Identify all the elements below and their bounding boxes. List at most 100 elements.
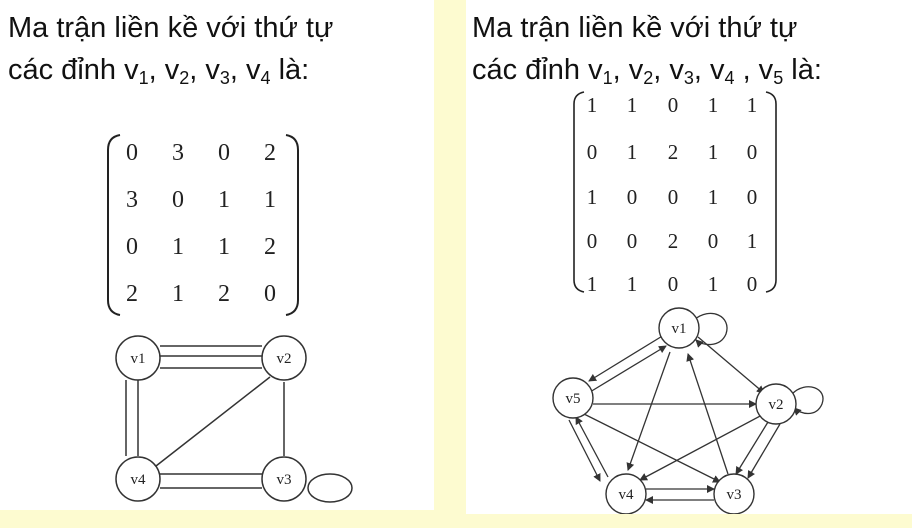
left-matrix-cell: 3 — [126, 187, 138, 213]
left-title-line2: các đỉnh v1, v2, v3, v4 là: — [8, 52, 309, 88]
right-matrix-cell: 0 — [668, 272, 679, 296]
left-sub-2: 2 — [179, 68, 190, 88]
right-matrix-bracket-right — [765, 91, 777, 293]
node-label-v5: v5 — [566, 391, 581, 407]
right-matrix-cell: 2 — [668, 229, 679, 253]
edge-v2-v3 — [735, 421, 769, 475]
left-graph-nodes: v1 v2 v3 v4 — [115, 335, 307, 502]
edge-v1-v4 — [626, 351, 671, 471]
right-matrix-cell: 1 — [708, 272, 719, 296]
left-matrix-cell: 1 — [218, 234, 230, 260]
node-v3 — [713, 473, 755, 514]
right-graph-edges — [568, 312, 824, 504]
right-matrix-cell: 1 — [708, 140, 719, 164]
left-title-prefix: các đỉnh — [8, 54, 125, 86]
edge-v2-v4 — [155, 376, 271, 467]
edge-v1-v5 — [588, 334, 665, 382]
right-matrix-cell: 1 — [587, 185, 598, 209]
node-v3 — [261, 456, 307, 502]
right-matrix-cell: 1 — [587, 93, 598, 117]
loop-v2 — [791, 386, 824, 416]
left-matrix-bracket-right — [285, 134, 299, 316]
left-panel: Ma trận liền kề với thứ tự các đỉnh v1, … — [0, 0, 434, 510]
right-figure: 1 1 0 1 1 0 1 2 1 0 1 0 0 1 0 0 0 2 0 1 … — [552, 91, 824, 514]
right-graph-nodes: v1 v2 v3 v4 v5 — [552, 307, 797, 514]
loop-v1 — [693, 312, 728, 348]
right-matrix: 1 1 0 1 1 0 1 2 1 0 1 0 0 1 0 0 0 2 0 1 … — [587, 93, 758, 296]
edge-v4-v5 — [575, 416, 609, 478]
edge-v2-v3 — [747, 423, 781, 479]
left-matrix: 0 3 0 2 3 0 1 1 0 1 1 2 2 1 2 0 — [126, 140, 276, 307]
right-matrix-cell: 0 — [587, 229, 598, 253]
node-label-v3: v3 — [727, 487, 742, 503]
node-label-v1: v1 — [672, 321, 687, 337]
left-matrix-cell: 1 — [218, 187, 230, 213]
left-matrix-cell: 2 — [264, 234, 276, 260]
right-sub-3: 3 — [683, 68, 694, 88]
right-matrix-cell: 1 — [747, 93, 758, 117]
right-title-line2: các đỉnh v1, v2, v3, v4 , v5 là: — [472, 52, 822, 88]
node-label-v2: v2 — [769, 397, 784, 413]
right-matrix-cell: 1 — [708, 93, 719, 117]
edge-v5-v1 — [589, 345, 667, 393]
edge-v1-v2 — [697, 336, 765, 394]
left-sub-4: 4 — [260, 68, 271, 88]
loop-v3 — [307, 473, 353, 503]
node-label-v4: v4 — [619, 487, 635, 503]
right-matrix-cell: 0 — [668, 185, 679, 209]
node-v1 — [115, 335, 161, 381]
right-matrix-cell: 0 — [668, 93, 679, 117]
right-matrix-cell: 0 — [747, 272, 758, 296]
left-matrix-cell: 0 — [126, 234, 138, 260]
right-sub-2: 2 — [643, 68, 654, 88]
right-sub-1: 1 — [602, 68, 613, 88]
right-title-prefix: các đỉnh — [472, 54, 589, 86]
left-matrix-cell: 1 — [264, 187, 276, 213]
right-matrix-cell: 2 — [668, 140, 679, 164]
left-matrix-cell: 2 — [218, 281, 230, 307]
left-matrix-cell: 0 — [126, 140, 138, 166]
left-matrix-cell: 0 — [172, 187, 184, 213]
right-matrix-cell: 0 — [627, 185, 638, 209]
left-vertex-list: v1, v2, v3, v4 — [124, 54, 271, 88]
left-figure: 0 3 0 2 3 0 1 1 0 1 1 2 2 1 2 0 — [107, 134, 353, 503]
edge-v5-v3 — [583, 413, 721, 483]
right-matrix-cell: 1 — [627, 93, 638, 117]
left-matrix-cell: 1 — [172, 281, 184, 307]
right-matrix-bracket-left — [573, 91, 585, 293]
right-title-line1: Ma trận liền kề với thứ tự — [472, 12, 798, 44]
right-panel: Ma trận liền kề với thứ tự các đỉnh v1, … — [466, 0, 912, 514]
left-matrix-cell: 1 — [172, 234, 184, 260]
edge-v2-v4 — [639, 413, 765, 481]
left-title-line1: Ma trận liền kề với thứ tự — [8, 12, 334, 44]
right-matrix-cell: 1 — [747, 229, 758, 253]
node-v4 — [605, 473, 647, 514]
node-v2 — [755, 383, 797, 425]
right-matrix-cell: 0 — [747, 185, 758, 209]
right-matrix-cell: 0 — [587, 140, 598, 164]
left-matrix-cell: 2 — [126, 281, 138, 307]
edge-v3-v1 — [686, 353, 729, 475]
left-matrix-cell: 2 — [264, 140, 276, 166]
left-sub-3: 3 — [219, 68, 230, 88]
node-label-v3: v3 — [277, 472, 292, 488]
node-label-v4: v4 — [131, 472, 147, 488]
right-matrix-cell: 1 — [587, 272, 598, 296]
left-matrix-cell: 0 — [218, 140, 230, 166]
left-sub-1: 1 — [138, 68, 149, 88]
right-matrix-cell: 0 — [747, 140, 758, 164]
right-title-suffix: là: — [783, 54, 822, 86]
edge-v5-v4 — [568, 419, 601, 482]
left-matrix-cell: 3 — [172, 140, 184, 166]
right-matrix-cell: 0 — [627, 229, 638, 253]
right-sub-5: 5 — [773, 68, 784, 88]
right-matrix-cell: 1 — [627, 140, 638, 164]
node-v2 — [261, 335, 307, 381]
right-matrix-cell: 1 — [627, 272, 638, 296]
left-matrix-cell: 0 — [264, 281, 276, 307]
right-matrix-cell: 1 — [708, 185, 719, 209]
node-label-v2: v2 — [277, 351, 292, 367]
left-graph-edges — [125, 345, 353, 503]
node-v5 — [552, 377, 594, 419]
right-vertex-list: v1, v2, v3, v4 , v5 — [588, 54, 784, 88]
